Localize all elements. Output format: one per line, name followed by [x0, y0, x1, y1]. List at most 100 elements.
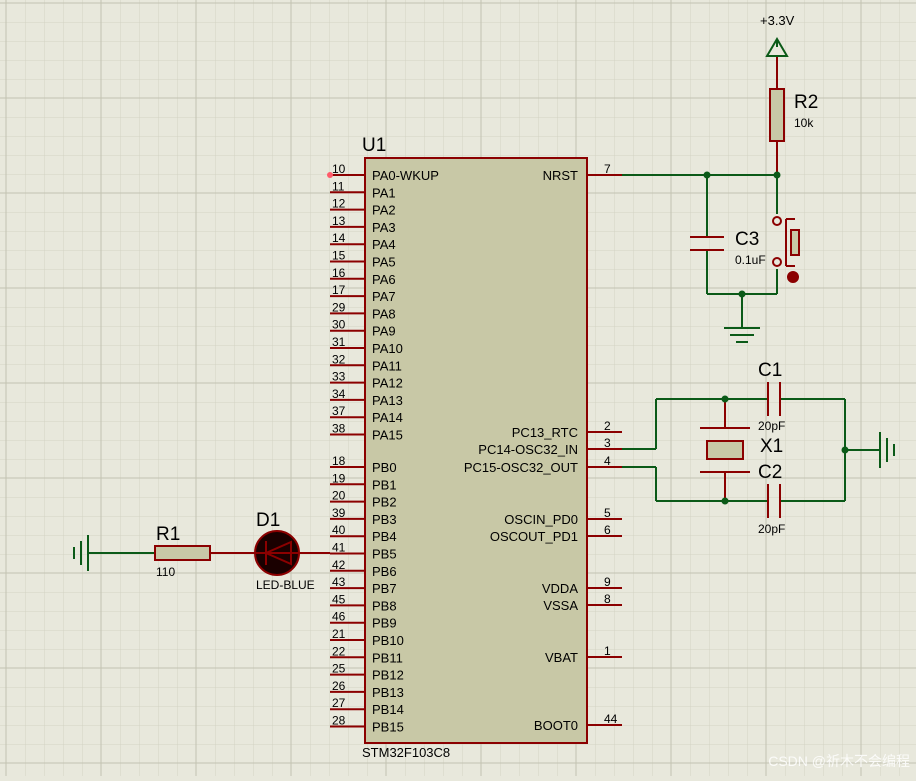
pin-name: PC14-OSC32_IN	[478, 442, 578, 457]
pin-name: PA9	[372, 324, 396, 339]
pin-name: PB4	[372, 529, 397, 544]
pin-name: PB9	[372, 616, 397, 631]
pin-name: PB2	[372, 495, 397, 510]
switch-knob-icon[interactable]	[787, 271, 799, 283]
junction-dot	[738, 290, 746, 298]
junction-dot	[721, 497, 729, 505]
pin-name: PB14	[372, 702, 404, 717]
pin-number: 20	[332, 489, 346, 503]
pin-number: 18	[332, 454, 346, 468]
junction-dot	[841, 446, 849, 454]
d1-ref: D1	[256, 510, 280, 531]
pin-name: PB10	[372, 633, 404, 648]
pin-pa13[interactable]: 34 PA13	[330, 387, 403, 408]
pin-pb8[interactable]: 45 PB8	[330, 592, 397, 613]
pin-number: 44	[604, 712, 618, 726]
pin-number: 34	[332, 387, 346, 401]
pin-number: 32	[332, 352, 346, 366]
switch-contact-bottom	[772, 257, 782, 267]
x1-body[interactable]	[706, 440, 744, 460]
pin-name: PA14	[372, 410, 403, 425]
pin-name: PA4	[372, 237, 396, 252]
pin-name: PB11	[372, 650, 403, 665]
mcu-part: STM32F103C8	[362, 745, 450, 760]
d1-value: LED-BLUE	[256, 578, 315, 592]
r2-ref: R2	[794, 92, 818, 113]
pin-name: PA12	[372, 376, 403, 391]
r2-body[interactable]	[769, 88, 785, 142]
power-arrow-icon[interactable]	[765, 37, 789, 57]
pin-boot0[interactable]: 44 BOOT0	[534, 712, 622, 733]
pin-name: PA8	[372, 306, 396, 321]
c3-value: 0.1uF	[735, 253, 766, 267]
pin-number: 13	[332, 214, 346, 228]
pin-number: 25	[332, 662, 346, 676]
pin-number: 11	[332, 179, 345, 193]
junction-dot	[721, 395, 729, 403]
c1-value: 20pF	[758, 419, 785, 433]
pin-name: PA0-WKUP	[372, 168, 439, 183]
pin-name: BOOT0	[534, 718, 578, 733]
r2-value: 10k	[794, 116, 814, 130]
pin-name: PA6	[372, 272, 396, 287]
pin-number: 14	[332, 231, 346, 245]
pin-number: 38	[332, 422, 346, 436]
pin-name: PC15-OSC32_OUT	[464, 460, 578, 475]
pin-name: PB5	[372, 547, 397, 562]
pin-name: PA7	[372, 289, 396, 304]
pin-name: PA13	[372, 393, 403, 408]
pin-number: 45	[332, 592, 346, 606]
pin-name: PA10	[372, 341, 403, 356]
pin-pb2[interactable]: 20 PB2	[330, 489, 397, 510]
r1-body[interactable]	[154, 545, 211, 561]
x1-ref: X1	[760, 436, 783, 457]
pin-pa4[interactable]: 14 PA4	[330, 231, 396, 252]
pin-number: 42	[332, 558, 346, 572]
pin-number: 2	[604, 419, 611, 433]
reset-button-icon[interactable]	[790, 229, 800, 256]
led-icon[interactable]	[254, 530, 300, 576]
mcu-body	[364, 157, 588, 744]
pin-name: PB8	[372, 598, 397, 613]
pin-number: 28	[332, 714, 346, 728]
